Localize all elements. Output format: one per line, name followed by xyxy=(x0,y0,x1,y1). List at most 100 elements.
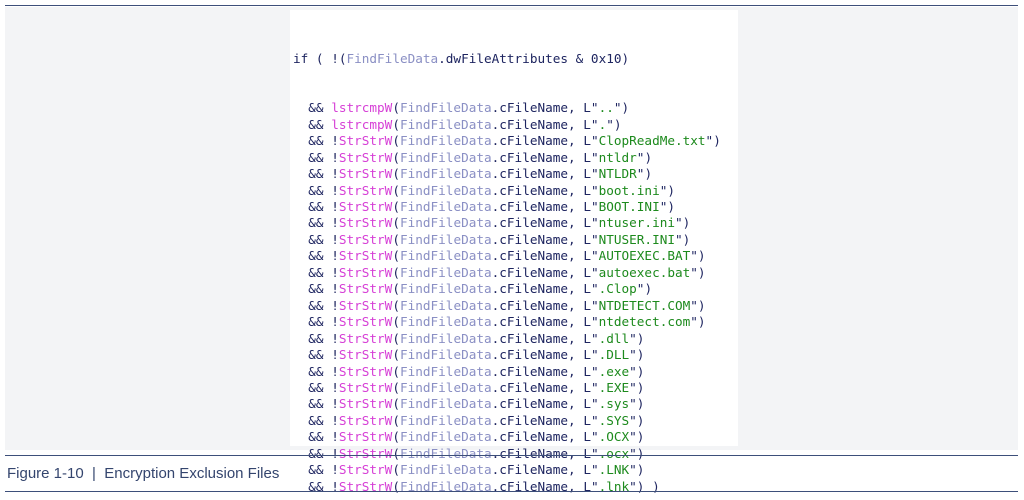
code-string: .exe xyxy=(598,363,630,379)
code-function: StrStrW xyxy=(338,182,393,198)
code-text: L" xyxy=(583,248,599,264)
code-text: " xyxy=(690,264,698,280)
code-variable: FindFileData xyxy=(399,396,492,412)
code-variable: FindFileData xyxy=(399,231,492,247)
code-variable: FindFileData xyxy=(399,314,492,330)
code-operator: && ! xyxy=(293,198,339,214)
code-text: ( xyxy=(392,379,400,395)
code-text: " xyxy=(629,330,637,346)
code-text: " xyxy=(629,379,637,395)
code-string: autoexec.bat xyxy=(598,264,691,280)
code-string: NTUSER.INI xyxy=(598,231,675,247)
code-function: StrStrW xyxy=(338,429,393,445)
code-function: StrStrW xyxy=(338,462,393,478)
code-string: .Clop xyxy=(598,281,637,297)
code-string: .LNK xyxy=(598,462,630,478)
code-variable: FindFileData xyxy=(399,379,492,395)
caption-top-rule xyxy=(5,455,1018,456)
code-line: && !StrStrW(FindFileData.cFileName, L".L… xyxy=(293,462,721,478)
code-line: && !StrStrW(FindFileData.cFileName, L"AU… xyxy=(293,248,721,264)
code-text: ) xyxy=(636,429,645,445)
code-text: L" xyxy=(583,281,599,297)
code-text: ( xyxy=(392,182,400,198)
code-text: ) xyxy=(644,281,653,297)
code-variable: FindFileData xyxy=(399,429,492,445)
code-operator: && ! xyxy=(293,231,339,247)
code-text: ( xyxy=(392,198,400,214)
code-string: .dll xyxy=(598,330,630,346)
code-string: .OCX xyxy=(598,429,630,445)
code-text: ) xyxy=(667,182,675,198)
code-operator: && ! xyxy=(293,281,339,297)
code-text: L" xyxy=(583,330,599,346)
code-line: && !StrStrW(FindFileData.cFileName, L"Cl… xyxy=(293,133,721,149)
code-line: && !StrStrW(FindFileData.cFileName, L"nt… xyxy=(293,314,721,330)
code-text: L" xyxy=(583,166,599,182)
code-variable: FindFileData xyxy=(399,297,492,313)
code-text: ( xyxy=(392,445,400,461)
code-text: .cFileName, xyxy=(491,149,584,165)
code-text: " xyxy=(629,396,637,412)
code-variable: FindFileData xyxy=(399,264,492,280)
code-string: .SYS xyxy=(598,412,630,428)
code-operator: && ! xyxy=(293,396,339,412)
code-text: L" xyxy=(583,429,599,445)
code-text: " xyxy=(674,231,683,247)
code-text: ) xyxy=(713,133,721,149)
code-function: StrStrW xyxy=(338,281,393,297)
code-function: StrStrW xyxy=(338,149,393,165)
code-text: L" xyxy=(583,396,599,412)
code-text: L" xyxy=(583,231,599,247)
code-operator: && ! xyxy=(293,248,339,264)
code-line: && !StrStrW(FindFileData.cFileName, L".d… xyxy=(293,331,721,347)
code-variable: FindFileData xyxy=(399,248,492,264)
code-operator: && ! xyxy=(293,363,339,379)
code-operator: && ! xyxy=(293,182,339,198)
code-string: NTDETECT.COM xyxy=(598,297,691,313)
code-text: ) xyxy=(636,347,645,363)
code-line: && !StrStrW(FindFileData.cFileName, L"au… xyxy=(293,265,721,281)
code-operator: && ! xyxy=(293,149,339,165)
code-text: " xyxy=(659,198,668,214)
code-function: StrStrW xyxy=(338,133,393,149)
code-text: .cFileName, xyxy=(491,198,584,214)
code-string: boot.ini xyxy=(598,182,660,198)
code-text: ) xyxy=(636,330,645,346)
code-text: ) xyxy=(697,297,706,313)
code-text: .cFileName, xyxy=(491,445,584,461)
code-line: if ( !(FindFileData.dwFileAttributes & 0… xyxy=(293,51,721,67)
code-function: StrStrW xyxy=(338,379,393,395)
code-line: && !StrStrW(FindFileData.cFileName, L"nt… xyxy=(293,150,721,166)
code-text: " xyxy=(629,429,637,445)
code-text: L" xyxy=(583,264,599,280)
code-function: StrStrW xyxy=(338,412,393,428)
code-function: StrStrW xyxy=(338,297,393,313)
code-variable: FindFileData xyxy=(399,149,492,165)
code-keyword: if ( !( xyxy=(293,50,347,66)
code-text: ( xyxy=(392,347,400,363)
code-line: && !StrStrW(FindFileData.cFileName, L".C… xyxy=(293,281,721,297)
code-listing: if ( !(FindFileData.dwFileAttributes & 0… xyxy=(290,10,738,494)
code-text: ( xyxy=(392,478,400,494)
code-text: ) xyxy=(636,363,645,379)
code-line: && lstrcmpW(FindFileData.cFileName, L"..… xyxy=(293,100,721,116)
code-operator: && ! xyxy=(293,133,339,149)
code-variable: FindFileData xyxy=(399,116,492,132)
code-text: ( xyxy=(392,133,400,149)
code-text: .cFileName, xyxy=(491,330,584,346)
code-text: " xyxy=(606,116,614,132)
code-line: && !StrStrW(FindFileData.cFileName, L".O… xyxy=(293,429,721,445)
code-line: && !StrStrW(FindFileData.cFileName, L".S… xyxy=(293,413,721,429)
code-text: " xyxy=(636,281,645,297)
code-text: .cFileName, xyxy=(491,264,584,280)
top-rule xyxy=(5,5,1018,6)
code-line: && !StrStrW(FindFileData.cFileName, L".o… xyxy=(293,446,721,462)
code-function: StrStrW xyxy=(338,330,393,346)
code-function: StrStrW xyxy=(338,198,393,214)
code-text: ) xyxy=(636,396,645,412)
code-text: ) xyxy=(682,215,691,231)
code-line: && !StrStrW(FindFileData.cFileName, L".E… xyxy=(293,380,721,396)
code-operator: && ! xyxy=(293,215,339,231)
figure-caption: Figure 1-10 | Encryption Exclusion Files xyxy=(7,465,280,482)
code-text: L" xyxy=(583,363,599,379)
